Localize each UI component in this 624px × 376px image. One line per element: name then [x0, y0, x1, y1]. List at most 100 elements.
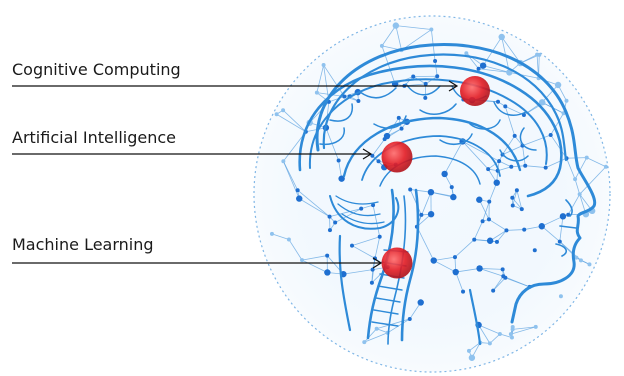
network-edge — [478, 324, 491, 344]
network-edge — [455, 271, 464, 292]
network-edge — [305, 127, 326, 133]
network-node — [491, 288, 496, 293]
network-edge — [301, 255, 328, 261]
network-node — [371, 203, 376, 208]
network-edge — [323, 64, 345, 97]
network-edge — [512, 190, 518, 206]
network-node — [451, 194, 456, 199]
network-node — [338, 175, 345, 182]
network-node — [374, 326, 379, 331]
network-edge — [525, 165, 546, 168]
network-node — [269, 231, 274, 236]
cognitive-computing-label: Cognitive Computing — [12, 60, 181, 79]
network-node — [509, 164, 514, 169]
network-node — [452, 255, 457, 260]
network-edge — [579, 166, 607, 195]
network-edge — [434, 60, 438, 77]
network-edge — [455, 268, 480, 273]
network-node — [559, 213, 567, 220]
network-node — [324, 269, 331, 276]
network-edge — [478, 324, 501, 335]
network-node — [510, 203, 515, 208]
network-edge — [489, 333, 501, 344]
network-edge — [479, 268, 504, 277]
network-edge — [372, 138, 385, 157]
network-edge — [468, 342, 481, 352]
network-node — [382, 137, 387, 142]
network-edge — [364, 328, 377, 343]
network-node — [396, 115, 401, 120]
network-edge — [496, 230, 507, 243]
network-node — [423, 81, 428, 86]
network-node — [295, 188, 300, 193]
network-node — [392, 22, 400, 29]
network-edge — [387, 318, 410, 334]
network-node — [379, 43, 384, 48]
network-node — [487, 341, 492, 346]
network-node — [476, 265, 483, 272]
network-edge — [541, 215, 564, 227]
machine-learning-label: Machine Learning — [12, 235, 154, 254]
network-node — [512, 133, 517, 138]
network-edge — [499, 333, 513, 338]
network-edge — [351, 245, 376, 259]
network-node — [349, 243, 354, 248]
network-node — [587, 262, 592, 267]
network-edge — [498, 160, 512, 168]
network-edge — [586, 157, 607, 168]
network-edge — [550, 113, 564, 136]
network-edge — [299, 198, 330, 218]
network-edge — [454, 239, 475, 258]
network-node — [501, 274, 506, 279]
network-node — [496, 99, 501, 104]
network-node — [504, 228, 509, 233]
network-node — [399, 126, 404, 131]
network-node — [429, 27, 434, 32]
network-edge — [550, 134, 567, 159]
network-edge — [522, 134, 551, 146]
network-node — [543, 165, 548, 170]
network-edge — [489, 230, 507, 242]
leader-lines — [12, 80, 459, 269]
network-edge — [430, 191, 454, 197]
network-node — [480, 219, 485, 224]
network-edge — [545, 157, 567, 168]
network-node — [472, 237, 477, 242]
network-node — [508, 332, 513, 337]
network-edge — [433, 256, 456, 261]
network-edge — [566, 158, 576, 180]
network-node — [274, 112, 279, 117]
network-edge — [410, 189, 431, 193]
network-node — [494, 239, 499, 244]
network-edge — [478, 68, 510, 73]
network-node — [573, 177, 578, 182]
network-edge — [514, 135, 523, 146]
network-node — [419, 212, 424, 217]
network-node — [461, 289, 466, 294]
network-edge — [316, 64, 324, 93]
network-edge — [478, 199, 490, 220]
network-node — [435, 74, 440, 79]
network-node — [427, 188, 435, 196]
network-edge — [381, 45, 396, 85]
network-edge — [511, 197, 523, 210]
network-edge — [506, 229, 525, 231]
network-edge — [416, 226, 435, 261]
network-edge — [509, 72, 539, 79]
network-edge — [329, 208, 362, 218]
network-edge — [574, 179, 581, 195]
network-node — [417, 299, 424, 306]
network-node — [522, 227, 527, 232]
network-node — [327, 214, 332, 219]
artificial-intelligence-label: Artificial Intelligence — [12, 128, 176, 147]
network-edge — [503, 275, 530, 288]
network-edge — [376, 318, 410, 330]
network-node — [603, 164, 608, 169]
network-node — [433, 59, 438, 64]
network-edge — [482, 201, 490, 222]
network-edge — [512, 326, 536, 330]
network-node — [369, 280, 374, 285]
network-edge — [488, 182, 498, 202]
network-edge — [488, 219, 507, 231]
